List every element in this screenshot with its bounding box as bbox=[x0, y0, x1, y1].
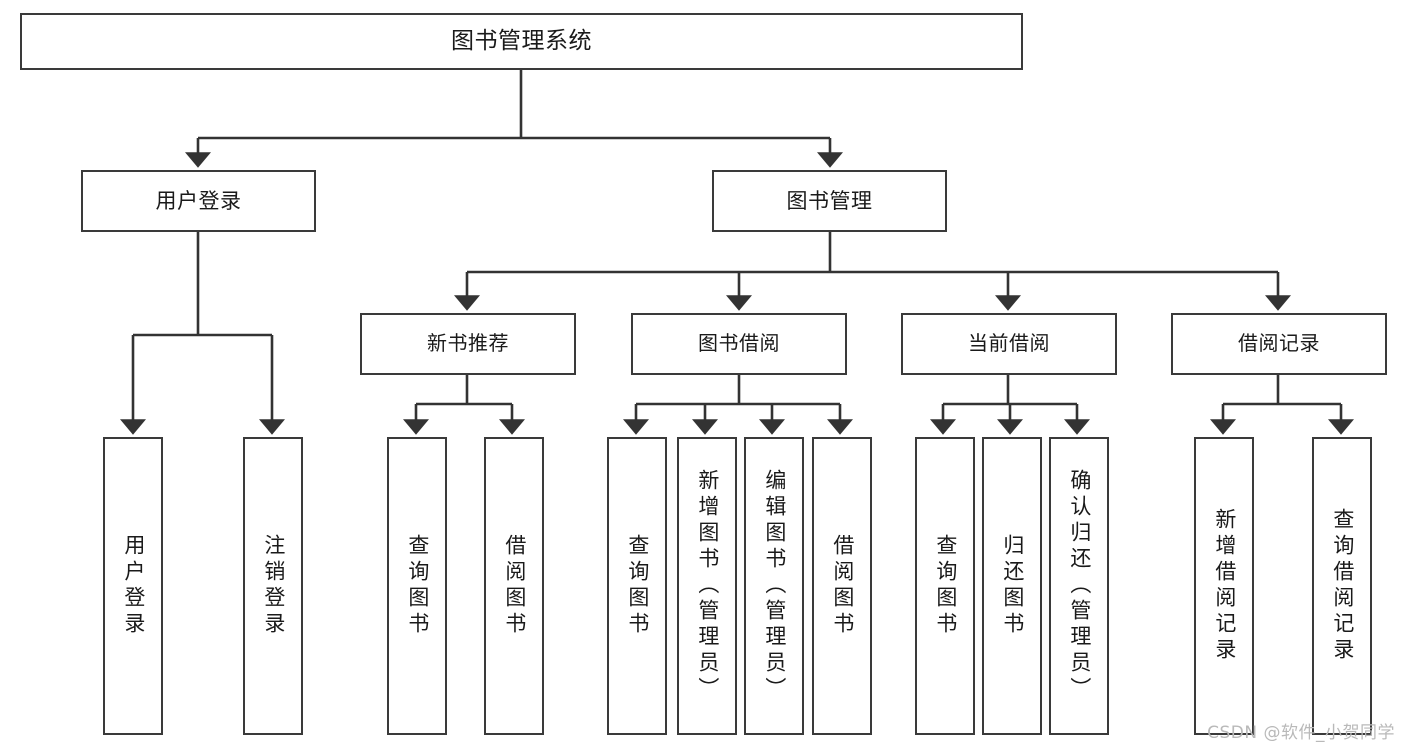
node-leaf-user-login-login[interactable]: 用户登录 bbox=[103, 437, 163, 735]
node-user-login-label: 用户登录 bbox=[155, 188, 242, 213]
node-borrow-record-label: 借阅记录 bbox=[1238, 331, 1320, 356]
node-borrow-record[interactable]: 借阅记录 bbox=[1171, 313, 1387, 375]
node-new-book-recommend-label: 新书推荐 bbox=[427, 331, 509, 356]
node-leaf-current-query[interactable]: 查询图书 bbox=[915, 437, 975, 735]
node-leaf-borrow-add-book[interactable]: 新增图书（管理员） bbox=[677, 437, 737, 735]
node-leaf-current-confirm-return[interactable]: 确认归还（管理员） bbox=[1049, 437, 1109, 735]
node-root-label: 图书管理系统 bbox=[451, 27, 592, 54]
node-leaf-newbook-query-label: 查询图书 bbox=[405, 534, 430, 638]
node-leaf-newbook-query[interactable]: 查询图书 bbox=[387, 437, 447, 735]
node-leaf-borrow-borrow-book-label: 借阅图书 bbox=[830, 534, 855, 638]
node-leaf-borrow-edit-book-label: 编辑图书（管理员） bbox=[762, 469, 787, 703]
node-book-borrow-label: 图书借阅 bbox=[698, 331, 780, 356]
node-user-login[interactable]: 用户登录 bbox=[81, 170, 316, 232]
node-leaf-current-return-label: 归还图书 bbox=[1000, 534, 1025, 638]
node-leaf-record-add-label: 新增借阅记录 bbox=[1212, 508, 1237, 664]
node-leaf-record-add[interactable]: 新增借阅记录 bbox=[1194, 437, 1254, 735]
node-current-borrow-label: 当前借阅 bbox=[968, 331, 1050, 356]
node-leaf-newbook-borrow[interactable]: 借阅图书 bbox=[484, 437, 544, 735]
node-leaf-record-query[interactable]: 查询借阅记录 bbox=[1312, 437, 1372, 735]
node-leaf-borrow-query-label: 查询图书 bbox=[625, 534, 650, 638]
node-root[interactable]: 图书管理系统 bbox=[20, 13, 1023, 70]
node-leaf-user-login-logout-label: 注销登录 bbox=[261, 534, 286, 638]
node-leaf-current-return[interactable]: 归还图书 bbox=[982, 437, 1042, 735]
node-leaf-newbook-borrow-label: 借阅图书 bbox=[502, 534, 527, 638]
node-current-borrow[interactable]: 当前借阅 bbox=[901, 313, 1117, 375]
node-leaf-current-query-label: 查询图书 bbox=[933, 534, 958, 638]
node-new-book-recommend[interactable]: 新书推荐 bbox=[360, 313, 576, 375]
node-leaf-user-login-logout[interactable]: 注销登录 bbox=[243, 437, 303, 735]
node-leaf-user-login-login-label: 用户登录 bbox=[121, 534, 146, 638]
node-book-management[interactable]: 图书管理 bbox=[712, 170, 947, 232]
node-leaf-current-confirm-return-label: 确认归还（管理员） bbox=[1067, 469, 1092, 703]
node-leaf-borrow-borrow-book[interactable]: 借阅图书 bbox=[812, 437, 872, 735]
node-leaf-record-query-label: 查询借阅记录 bbox=[1330, 508, 1355, 664]
node-leaf-borrow-query[interactable]: 查询图书 bbox=[607, 437, 667, 735]
node-leaf-borrow-add-book-label: 新增图书（管理员） bbox=[695, 469, 720, 703]
node-book-management-label: 图书管理 bbox=[786, 188, 873, 213]
node-book-borrow[interactable]: 图书借阅 bbox=[631, 313, 847, 375]
node-leaf-borrow-edit-book[interactable]: 编辑图书（管理员） bbox=[744, 437, 804, 735]
